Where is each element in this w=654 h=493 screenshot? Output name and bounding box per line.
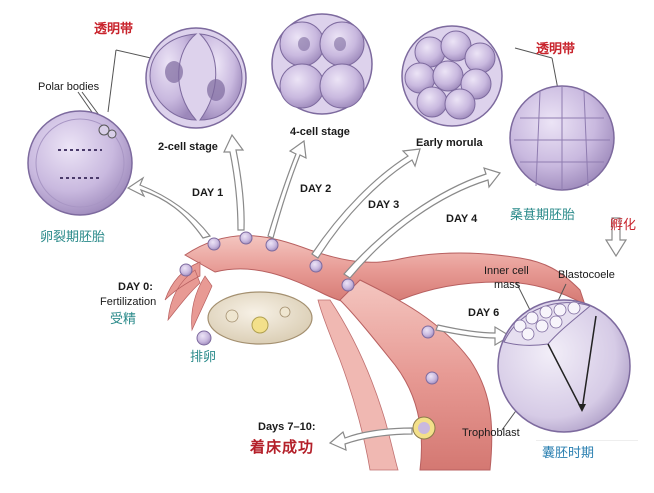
day3-label: DAY 3 bbox=[368, 199, 400, 211]
hatching-label: 孵化 bbox=[610, 217, 637, 232]
polar-bodies-label: Polar bodies bbox=[38, 81, 100, 93]
implantation-zh-label: 着床成功 bbox=[250, 439, 315, 456]
cleavage-embryo-label: 卵裂期胚胎 bbox=[40, 229, 106, 244]
day6-label: DAY 6 bbox=[468, 307, 500, 319]
fallopian-tube bbox=[164, 235, 586, 471]
two-cell-label: 2-cell stage bbox=[158, 141, 218, 153]
morula bbox=[509, 85, 615, 191]
blastocyst bbox=[497, 299, 631, 433]
two-cell-embryo bbox=[145, 27, 247, 129]
zona-pellucida-label-left: 透明带 bbox=[94, 21, 134, 36]
day4-label: DAY 4 bbox=[446, 213, 478, 225]
inner-cell-mass-label-line1: Inner cell bbox=[484, 265, 529, 277]
day2-label: DAY 2 bbox=[300, 183, 332, 195]
fertilization-zh-label: 受精 bbox=[110, 311, 137, 326]
fertilization-label: Fertilization bbox=[100, 296, 157, 308]
four-cell-label: 4-cell stage bbox=[290, 126, 350, 138]
inner-cell-mass-label-line2: mass bbox=[494, 279, 521, 291]
morula-embryo-label: 桑葚期胚胎 bbox=[510, 207, 576, 222]
ovulation-zh-label: 排卵 bbox=[190, 349, 217, 364]
blastocoele-label: Blastocoele bbox=[558, 269, 615, 281]
day1-label: DAY 1 bbox=[192, 187, 224, 199]
stage-arrows bbox=[126, 133, 628, 451]
caption-label: 囊胚时期 bbox=[542, 445, 595, 460]
early-morula-label: Early morula bbox=[416, 137, 483, 149]
days-7-10-label: Days 7–10: bbox=[258, 421, 316, 433]
trophoblast-label: Trophoblast bbox=[462, 427, 520, 439]
four-cell-embryo bbox=[271, 13, 373, 115]
early-morula bbox=[401, 25, 503, 127]
caption-box: 囊胚时期 bbox=[536, 440, 638, 465]
ovary bbox=[207, 291, 313, 345]
zygote bbox=[27, 110, 133, 216]
tube-embryos bbox=[179, 231, 439, 440]
zona-pellucida-label-right: 透明带 bbox=[536, 41, 576, 56]
day0-label: DAY 0: bbox=[118, 281, 153, 293]
